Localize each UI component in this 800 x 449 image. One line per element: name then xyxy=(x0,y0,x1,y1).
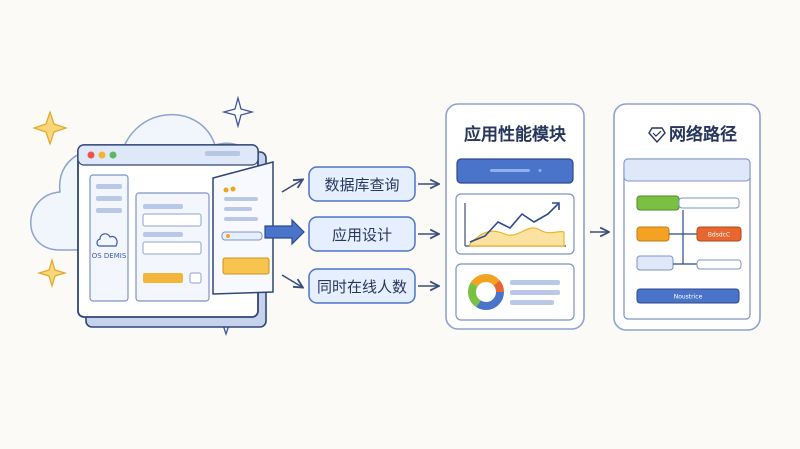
cloud-caption: OS DEMIS xyxy=(92,252,127,260)
step-online-label: 同时在线人数 xyxy=(317,278,407,296)
performance-title: 应用性能模块 xyxy=(464,124,567,145)
network-node-label: BdsdcC xyxy=(708,232,730,239)
network-footer-label: Noustrice xyxy=(674,294,703,301)
area-series xyxy=(469,227,565,247)
step-query-pill: 数据库查询 xyxy=(308,166,416,202)
submit-button xyxy=(143,273,183,283)
cloud-icon xyxy=(96,233,118,247)
flow-arrow xyxy=(281,180,302,193)
network-node-blue xyxy=(636,255,674,271)
network-panel: 网络路径 BdsdcC Noustrice xyxy=(613,103,761,331)
step-query-label: 数据库查询 xyxy=(324,176,399,194)
browser-window: OS DEMIS xyxy=(77,144,305,328)
network-node-orange xyxy=(636,226,670,242)
step-design-pill: 应用设计 xyxy=(308,216,416,252)
network-title: 网络路径 xyxy=(669,124,737,145)
donut-chart xyxy=(468,274,504,310)
step-design-label: 应用设计 xyxy=(332,226,392,244)
flow-arrow xyxy=(281,274,302,287)
window-minimize-icon xyxy=(98,151,106,159)
step-online-pill: 同时在线人数 xyxy=(308,268,416,304)
window-maximize-icon xyxy=(109,151,117,159)
arrow-icon xyxy=(264,218,305,246)
sidebar-card xyxy=(89,174,129,302)
sparkle-icon xyxy=(221,95,255,129)
window-close-icon xyxy=(87,151,95,159)
line-series xyxy=(469,203,559,243)
network-footer-bar xyxy=(636,288,740,304)
performance-panel: 应用性能模块 xyxy=(445,103,585,330)
shield-icon xyxy=(648,127,666,144)
network-node-green xyxy=(636,195,680,211)
sparkle-icon xyxy=(32,110,68,146)
network-node-red xyxy=(696,226,742,242)
sparkle-icon xyxy=(36,257,68,289)
